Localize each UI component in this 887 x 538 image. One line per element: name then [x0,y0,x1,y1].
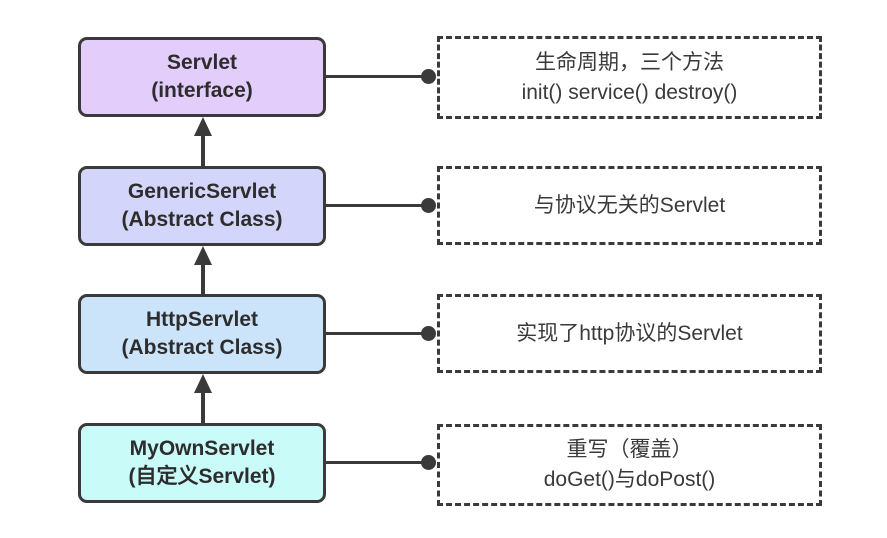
note-line: init() service() destroy() [521,80,738,104]
node-servlet: Servlet (interface) [78,37,326,117]
note-generic-servlet: 与协议无关的Servlet [437,166,822,245]
arrow-shaft [201,265,205,294]
node-subtitle: (interface) [151,79,253,102]
node-subtitle: (Abstract Class) [121,336,283,359]
node-http-servlet: HttpServlet (Abstract Class) [78,294,326,374]
node-title: MyOwnServlet [129,437,275,460]
node-subtitle: (Abstract Class) [121,208,283,231]
arrowhead-up-icon [194,117,212,136]
note-servlet: 生命周期，三个方法 init() service() destroy() [437,36,822,119]
node-title: HttpServlet [145,308,259,331]
note-line: 生命周期，三个方法 [535,50,724,74]
connector-dot [421,69,436,84]
inheritance-arrow [194,374,212,423]
node-title: Servlet [166,51,238,74]
note-line: 实现了http协议的Servlet [516,321,743,345]
inheritance-arrow [194,117,212,166]
connector-line [326,461,429,464]
connector-dot [421,455,436,470]
note-line: 与协议无关的Servlet [533,193,726,217]
arrow-shaft [201,136,205,166]
note-my-own-servlet: 重写（覆盖） doGet()与doPost() [437,424,822,506]
node-my-own-servlet: MyOwnServlet (自定义Servlet) [78,423,326,503]
note-line: doGet()与doPost() [543,468,716,491]
node-title: GenericServlet [127,180,277,203]
arrowhead-up-icon [194,246,212,265]
arrowhead-up-icon [194,374,212,393]
connector-line [326,332,429,335]
connector-line [326,204,429,207]
connector-line [326,75,429,78]
connector-dot [421,198,436,213]
node-subtitle: (自定义Servlet) [128,465,276,488]
arrow-shaft [201,393,205,423]
connector-dot [421,326,436,341]
inheritance-arrow [194,246,212,294]
note-http-servlet: 实现了http协议的Servlet [437,294,822,373]
note-line: 重写（覆盖） [566,438,693,461]
node-generic-servlet: GenericServlet (Abstract Class) [78,166,326,246]
